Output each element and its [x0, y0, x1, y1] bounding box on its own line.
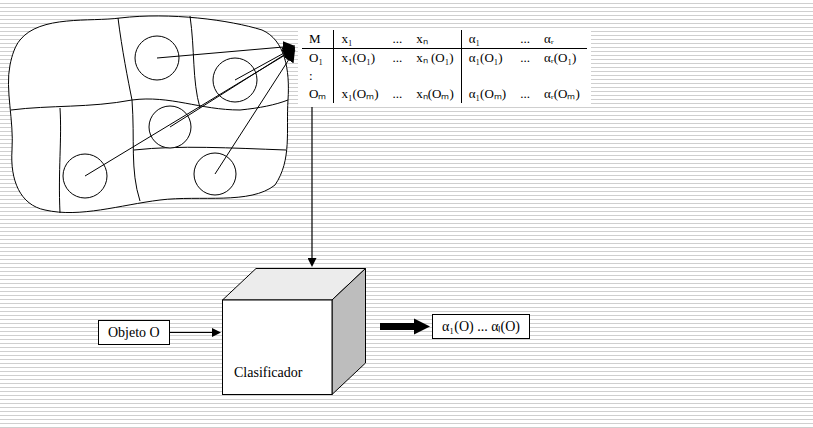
table-cell: ...	[513, 49, 537, 67]
table-cell: ...	[513, 30, 537, 49]
table-cell: α₁(Oₘ)	[461, 85, 513, 103]
table-cell: x₁(O₁)	[334, 49, 385, 67]
table-cell: Oₘ	[302, 85, 334, 103]
table-cell: :	[302, 67, 334, 85]
region-borders	[11, 16, 288, 213]
table-cell: x₁(Oₘ)	[334, 85, 385, 103]
flow-arrow	[170, 332, 212, 333]
box-label: α₁(O) ... αₗ(O)	[442, 318, 520, 335]
table-cell: ...	[513, 85, 537, 103]
table-cell: xₙ	[409, 30, 461, 49]
table-cell: ...	[385, 49, 409, 67]
box-label: Clasificador	[234, 364, 302, 381]
table-cell: x₁	[334, 30, 385, 49]
region-outline	[8, 16, 288, 213]
output-arrow	[380, 323, 414, 330]
sample-circles	[63, 36, 257, 198]
table-cell: α₁	[461, 30, 513, 49]
cube-side	[332, 269, 366, 395]
table-rule	[461, 67, 513, 85]
data-table: Mx₁...xₙα₁...αᵣO₁x₁(O₁)...xₙ (O₁)α₁(O₁).…	[298, 28, 591, 107]
cube-front	[223, 300, 333, 395]
table-cell: αᵣ(O₁)	[537, 49, 587, 67]
classifier-cube: Clasificador	[222, 268, 366, 395]
output-box: α₁(O) ... αₗ(O)	[432, 314, 530, 339]
table-cell: xₙ(Oₘ)	[409, 85, 461, 103]
table-cell: O₁	[302, 49, 334, 67]
table-cell: ...	[385, 30, 409, 49]
table-cell: M	[302, 30, 334, 49]
table-cell: αᵣ	[537, 30, 587, 49]
box-label: Objeto O	[108, 324, 160, 341]
table-cell: αᵣ(Oₘ)	[537, 85, 587, 103]
table-cell: α₁(O₁)	[461, 49, 513, 67]
sample-arrows	[85, 46, 295, 176]
table-cell: xₙ (O₁)	[409, 49, 461, 67]
table-cell: ...	[385, 85, 409, 103]
input-box: Objeto O	[98, 320, 170, 345]
flow-arrow	[311, 107, 312, 258]
